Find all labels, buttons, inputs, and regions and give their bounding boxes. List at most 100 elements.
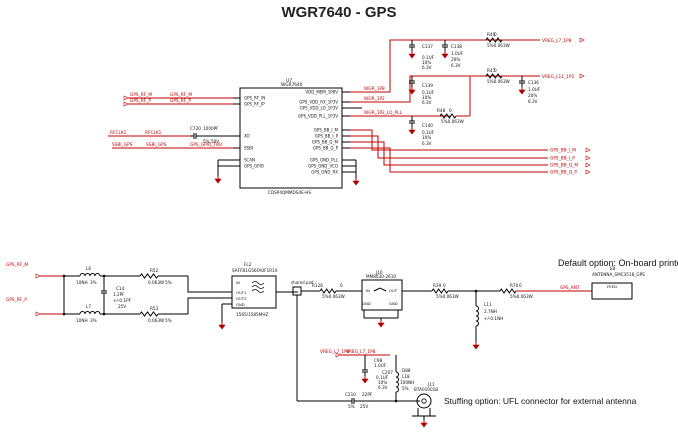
net-label: VREG_L7_1P8 [542, 38, 572, 44]
net-label: GPS_RF_M [130, 92, 152, 98]
c137-tol: 10% [422, 60, 431, 65]
u7-pin-label: GPS_BB_I_P [315, 134, 339, 139]
r126-volt: 5%0.063W [322, 294, 345, 299]
net-label: WGR_1P2_LO_PLL [364, 110, 403, 116]
ground-symbol [420, 422, 428, 428]
ground-symbol [218, 324, 226, 330]
ufl-connector-icon [416, 393, 432, 409]
junction-dot [62, 312, 66, 316]
default-option-note: Default option: On-board printed antenna [558, 258, 678, 268]
off-page-connector [335, 352, 341, 358]
ground-symbol [441, 53, 449, 59]
r39-ref: R39 [433, 283, 442, 288]
c14-volt: 25V [118, 304, 126, 309]
net-wire [350, 135, 548, 159]
r48-ref: R48 [437, 108, 446, 113]
net-label: VREG_L7_1P8 [320, 349, 350, 355]
shared-pad [292, 286, 302, 296]
r40-volt: 5%0.063W [487, 43, 510, 48]
fl2-pin: GND [236, 302, 245, 307]
off-page-connector [123, 101, 129, 107]
ground-symbol [408, 129, 416, 135]
ufl-connector-center [421, 398, 427, 404]
off-page-connector [579, 73, 585, 79]
c137-volt: 6.3V [422, 65, 432, 70]
c140-tol: 10% [422, 135, 431, 140]
e8-box [591, 282, 633, 300]
u7-pin-label: GPS_VDD_RX_1P3V [299, 100, 338, 105]
fl2-pin: OUT2 [236, 296, 247, 301]
junction-dot [102, 312, 106, 316]
c138-val: 1.0UF [451, 51, 464, 56]
off-page-connector [35, 311, 41, 317]
c207-ref: C207 [382, 370, 393, 375]
inductor [475, 305, 479, 327]
r53-volt: 0.063W [148, 318, 164, 323]
l11-tol: +/-0.1NH [484, 316, 503, 321]
net-label: GPS_RF_P [170, 98, 191, 104]
c136-val: 1.0UF [528, 87, 541, 92]
net-wire [350, 147, 548, 173]
u7-pin-label: GPS_VDD_PLL_1P3V [298, 114, 338, 119]
inductor [79, 311, 101, 315]
u7-pin-label: GPS_GND_RX [311, 170, 338, 175]
fl2-freq: 1565/1585MHZ [236, 312, 268, 317]
net-label: GPS_GPIO_TBU [190, 142, 222, 148]
l11-ref: L11 [484, 302, 492, 307]
l6-tol: 3% [90, 280, 97, 285]
j10-pin: OUT [389, 288, 398, 293]
u7-pin-label: XO [244, 134, 250, 139]
ground-symbol [408, 53, 416, 59]
net-label: GPS_BB_I_M [550, 148, 576, 154]
ground-symbol [214, 178, 222, 184]
u7-pin-label: GPS_GND_VCO [308, 164, 338, 169]
r70-ref: R70 [510, 283, 519, 288]
l7-val: 10NH [76, 318, 88, 323]
u7-pin-label: GPS_VDD_LO_1P3V [300, 106, 339, 111]
l18-tol: 5% [402, 386, 409, 391]
r39-val: 0 [443, 283, 446, 288]
net-wire [350, 39, 490, 93]
u7-box [239, 87, 343, 189]
c14-val: 1.2PF [113, 292, 125, 297]
u7-pin-label: SSBI [244, 146, 253, 151]
inductor [395, 371, 399, 393]
net-label: WGR_1P2 [364, 96, 385, 102]
switch-icon [373, 287, 387, 292]
r53-ref: R53 [150, 306, 159, 311]
junction-dot [394, 399, 398, 403]
c138-ref: C138 [451, 44, 462, 49]
e8-pin: FEED [607, 284, 617, 289]
off-page-connector [585, 147, 591, 153]
net-label: WGR_1P8 [364, 86, 385, 92]
junction-dot [474, 289, 478, 293]
l18-ref: L18 [402, 374, 410, 379]
c136-tol: 20% [528, 93, 537, 98]
page-title: WGR7640 - GPS [281, 4, 397, 21]
c98-val: 1.0UF [374, 363, 387, 368]
r47-val: 0 [494, 68, 497, 73]
net-label: GPS_BB_I_P [550, 156, 575, 162]
j10-box [361, 279, 403, 311]
c207-val: 0.1UF [376, 375, 389, 380]
r126-ref: R126 [312, 283, 323, 288]
e8-part: ANTENNA_SMC3518_GPS [592, 272, 645, 277]
off-page-connector [585, 169, 591, 175]
r70-volt: 5%0.063W [510, 294, 533, 299]
u7-pin-label: GPS_RF_IP [244, 102, 265, 107]
off-page-connector [579, 37, 585, 43]
net-label: RFCLK1 [110, 130, 127, 136]
net-wire [350, 75, 490, 103]
l18-val: 100NH [400, 380, 414, 385]
j10-pin: GND [389, 301, 398, 306]
c140-volt: 6.3V [422, 141, 432, 146]
fl2-part: SAFFB1G56FA0F1R1X [232, 268, 278, 273]
c136-ref: C136 [528, 80, 539, 85]
l7-tol: 3% [90, 318, 97, 323]
r52-ref: R52 [150, 268, 159, 273]
r70-val: 0 [519, 283, 522, 288]
u7-pin-label: GPS_RF_IN [244, 96, 265, 101]
resistor [431, 288, 449, 294]
